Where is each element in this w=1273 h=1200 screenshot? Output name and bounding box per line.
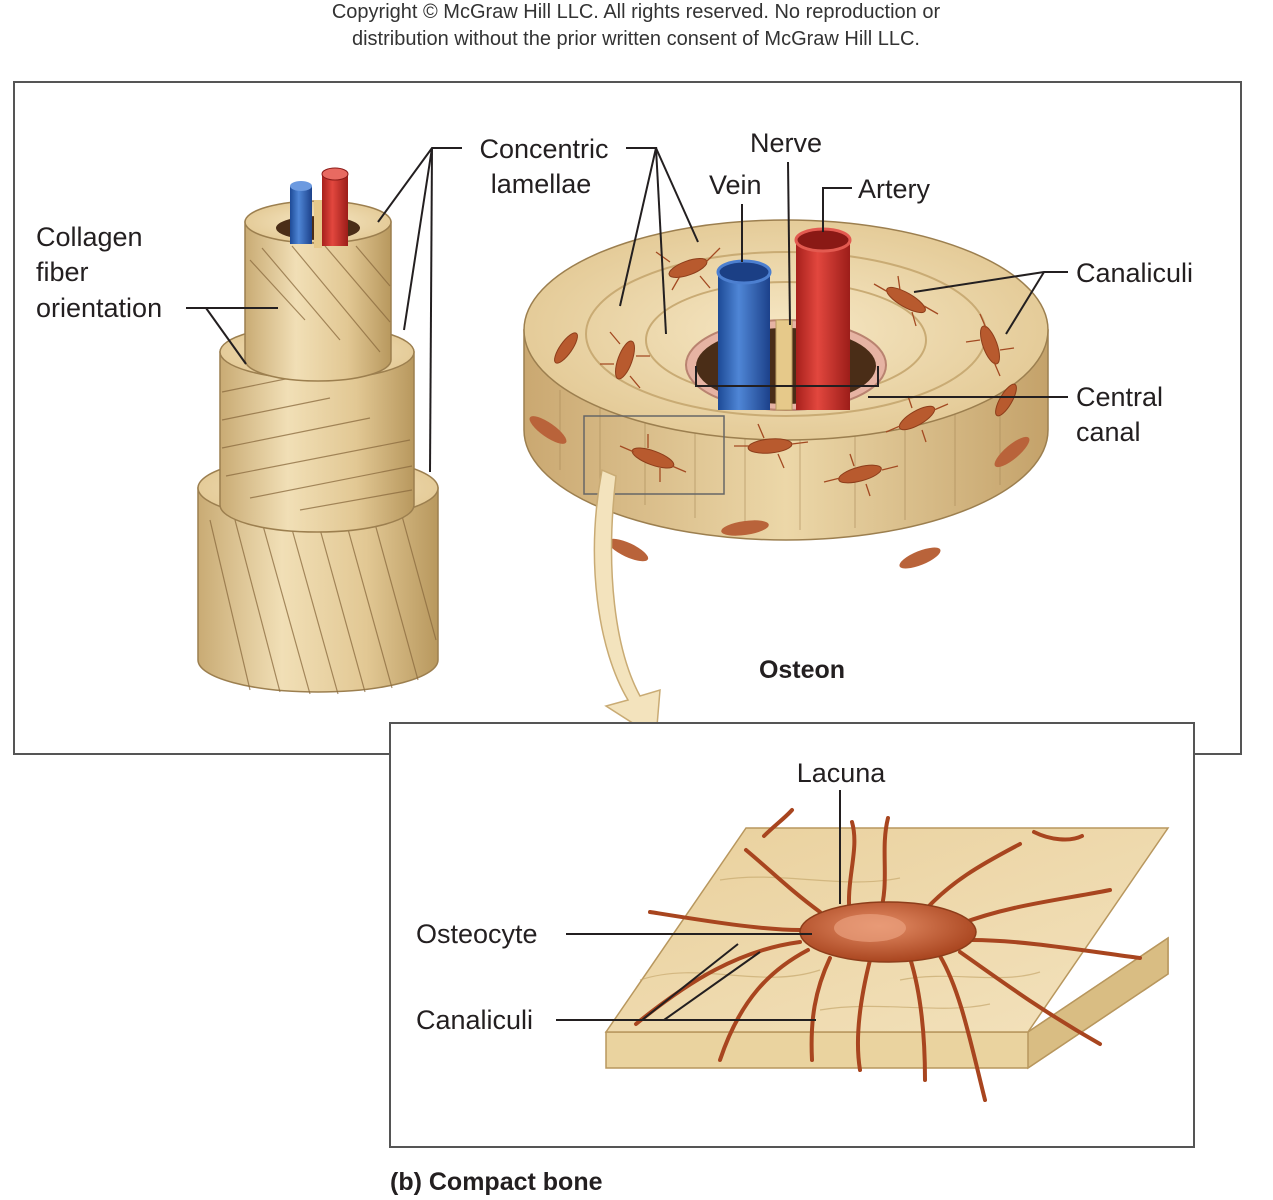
- caption-compact-bone: (b) Compact bone: [390, 1168, 603, 1196]
- label-canaliculi-bottom: Canaliculi: [416, 1005, 533, 1035]
- label-osteon: Osteon: [759, 656, 845, 684]
- label-osteocyte: Osteocyte: [416, 919, 538, 949]
- osteon-disk: [523, 219, 1049, 569]
- label-lacuna: Lacuna: [797, 758, 887, 788]
- copyright-line-1: Copyright © McGraw Hill LLC. All rights …: [332, 1, 941, 23]
- zoom-arrow: [593, 468, 661, 740]
- label-collagen-3: orientation: [36, 293, 162, 323]
- label-canaliculi-top: Canaliculi: [1076, 258, 1193, 288]
- label-artery: Artery: [858, 174, 931, 204]
- osteocyte-nucleus: [834, 914, 906, 942]
- lacuna-highlight-box: [583, 415, 725, 495]
- label-central-canal-1: Central: [1076, 382, 1163, 412]
- lower-leader-lines: [556, 790, 841, 1021]
- upper-leader-lines: [186, 147, 1068, 473]
- label-central-canal-2: canal: [1076, 417, 1141, 447]
- label-concentric-lamellae-2: lamellae: [491, 169, 592, 199]
- label-collagen-1: Collagen: [36, 222, 143, 252]
- label-nerve: Nerve: [750, 128, 822, 158]
- label-collagen-2: fiber: [36, 257, 89, 287]
- label-vein: Vein: [709, 170, 762, 200]
- lamellae-cylinder: [197, 167, 439, 695]
- label-concentric-lamellae-1: Concentric: [479, 134, 608, 164]
- canaliculi-processes: [634, 808, 1142, 1102]
- copyright-line-2: distribution without the prior written c…: [352, 28, 920, 50]
